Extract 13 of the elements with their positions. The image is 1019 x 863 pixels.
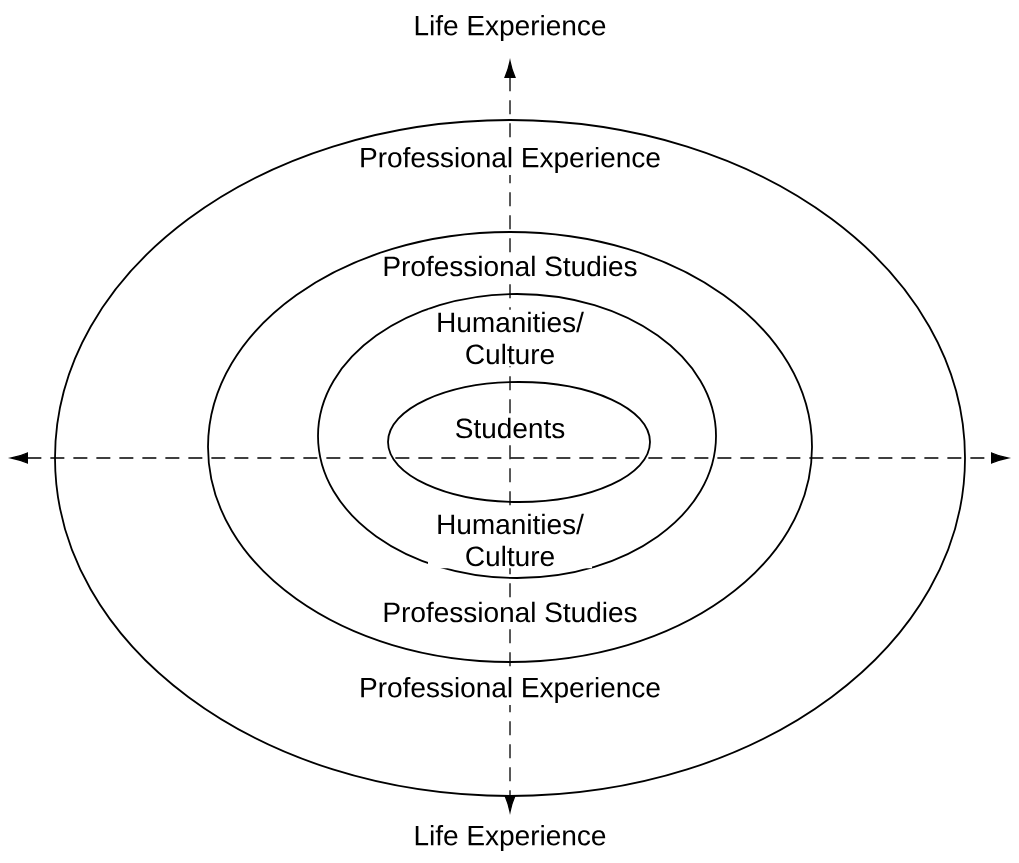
- ring-label: Professional Experience: [357, 144, 663, 176]
- ring-label: Professional Experience: [357, 674, 663, 706]
- ellipse: [54, 119, 966, 797]
- ring-label: Professional Studies: [380, 599, 640, 625]
- ellipse: [207, 231, 813, 663]
- ring-label: Humanities/ Culture: [428, 309, 592, 367]
- ellipse: [317, 293, 717, 579]
- axis-label: Life Experience: [411, 12, 609, 44]
- ring-label: Students: [452, 415, 568, 441]
- ellipse: [387, 381, 651, 503]
- axis-label: Life Experience: [411, 822, 609, 854]
- ring-label: Professional Studies: [380, 253, 640, 279]
- ring-label: Humanities/ Culture: [428, 511, 592, 569]
